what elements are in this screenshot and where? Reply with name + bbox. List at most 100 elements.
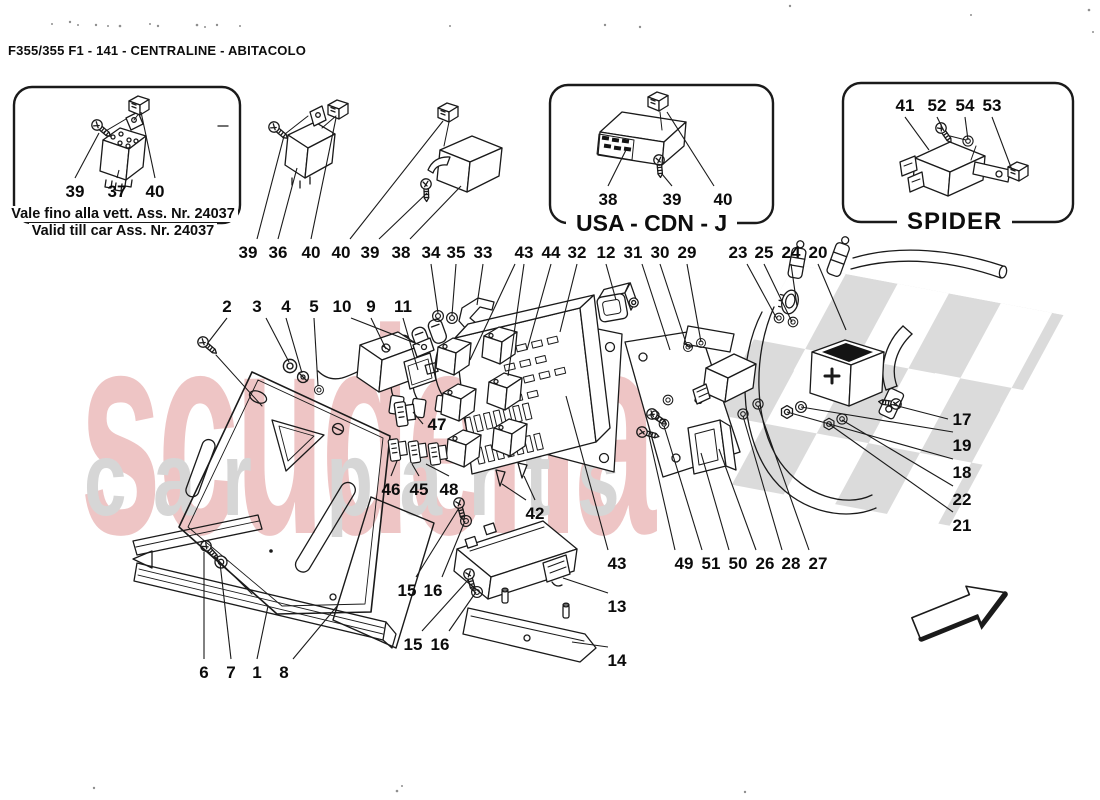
callout-10: 10 [333,297,352,316]
callout-32: 32 [568,243,587,262]
callout-leader-28 [742,415,783,551]
slide-rails-drawing [132,514,397,649]
callout-leader-2 [206,317,228,345]
callout-13: 13 [608,597,627,616]
callout-leader-8 [292,604,339,660]
callout-leader-30 [659,263,688,347]
callout-leader-27 [757,405,810,551]
callout-leader-39 [256,135,285,240]
relay-36-drawing [266,99,349,189]
scan-speckles [51,4,1094,794]
callout-15: 15 [404,635,423,654]
vertical-unit-drawing [634,418,737,475]
callout-7: 7 [226,663,235,682]
callout-41: 41 [896,96,915,115]
callout-50: 50 [729,554,748,573]
callout-31: 31 [624,243,643,262]
bracket-33-drawing [432,297,495,331]
callout-leader-16 [448,591,477,632]
callout-leader-29 [686,263,702,343]
callout-23: 23 [729,243,748,262]
callout-40: 40 [146,182,165,201]
callout-14: 14 [608,651,627,670]
callout-35: 35 [447,243,466,262]
callout-leader-15 [415,507,460,578]
callout-leader-10 [350,317,421,346]
callout-leader-46 [390,460,398,477]
callout-18: 18 [953,463,972,482]
callout-54: 54 [956,96,975,115]
callout-47: 47 [428,415,447,434]
inset-box-pre24037 [12,85,242,225]
callout-16: 16 [431,635,450,654]
callout-33: 33 [474,243,493,262]
callout-leader-43 [565,395,609,551]
callout-leader-23 [746,263,778,320]
callout-leader-15 [421,578,470,632]
callout-24: 24 [782,243,801,262]
ecu-13-drawing [453,520,578,600]
callout-49: 49 [675,554,694,573]
callout-leader-47 [412,411,424,425]
callout-39: 39 [663,190,682,209]
relay-37-drawing [99,111,147,192]
callout-leader-42 [501,483,527,501]
callout-leader-14 [571,641,609,648]
callout-leader-34 [430,263,439,314]
callout-51: 51 [702,554,721,573]
callout-20: 20 [809,243,828,262]
callout-leader-44 [526,263,552,351]
callout-17: 17 [953,410,972,429]
connector-40-icon [128,95,150,116]
usa-cdn-j-label: USA - CDN - J [566,210,738,237]
callout-leader-22 [841,419,954,487]
callout-30: 30 [651,243,670,262]
callout-26: 26 [756,554,775,573]
switch-12-drawing [596,282,639,323]
callout-leader-36 [277,167,298,240]
callout-43: 43 [515,243,534,262]
callout-leader-54 [964,116,969,141]
callout-39: 39 [66,182,85,201]
callout-leader-33 [476,263,484,306]
callout-leader-17 [889,403,949,420]
direction-arrow-icon [911,585,1008,642]
callout-45: 45 [410,480,429,499]
callout-39: 39 [239,243,258,262]
callout-48: 48 [440,480,459,499]
callout-27: 27 [809,554,828,573]
control-unit-38-drawing [596,111,687,166]
callout-36: 36 [269,243,288,262]
pre24037-caption-en: Valid till car Ass. Nr. 24037 [28,223,218,239]
page-title: F355/355 F1 - 141 - CENTRALINE - ABITACO… [8,43,307,58]
callout-leader-21 [828,423,954,513]
callout-2: 2 [222,297,231,316]
callout-1: 1 [252,663,261,682]
callout-leader-43 [507,263,525,377]
callout-leader-43 [469,263,516,361]
callout-leader-39 [378,192,428,240]
pre24037-caption-it: Vale fino alla vett. Ass. Nr. 24037 [8,206,238,222]
callout-leader-25 [763,263,793,323]
callout-leader-45 [411,463,420,477]
callout-52: 52 [928,96,947,115]
relay-9-drawing [356,331,439,393]
callout-9: 9 [366,297,375,316]
callout-38: 38 [392,243,411,262]
callout-leader-24 [790,263,798,307]
callout-43: 43 [608,554,627,573]
callout-leader-16 [441,520,466,578]
cables-drawing [744,236,1008,515]
callout-39: 39 [361,243,380,262]
callout-leader-35 [451,263,457,316]
callout-leader-11 [402,317,419,371]
callout-40: 40 [302,243,321,262]
callout-12: 12 [597,243,616,262]
callout-16: 16 [424,581,443,600]
callout-5: 5 [309,297,318,316]
callout-11: 11 [394,297,412,316]
connector-53-icon [1007,161,1029,182]
callout-leader-32 [559,263,578,333]
callout-leader-40 [666,111,715,187]
